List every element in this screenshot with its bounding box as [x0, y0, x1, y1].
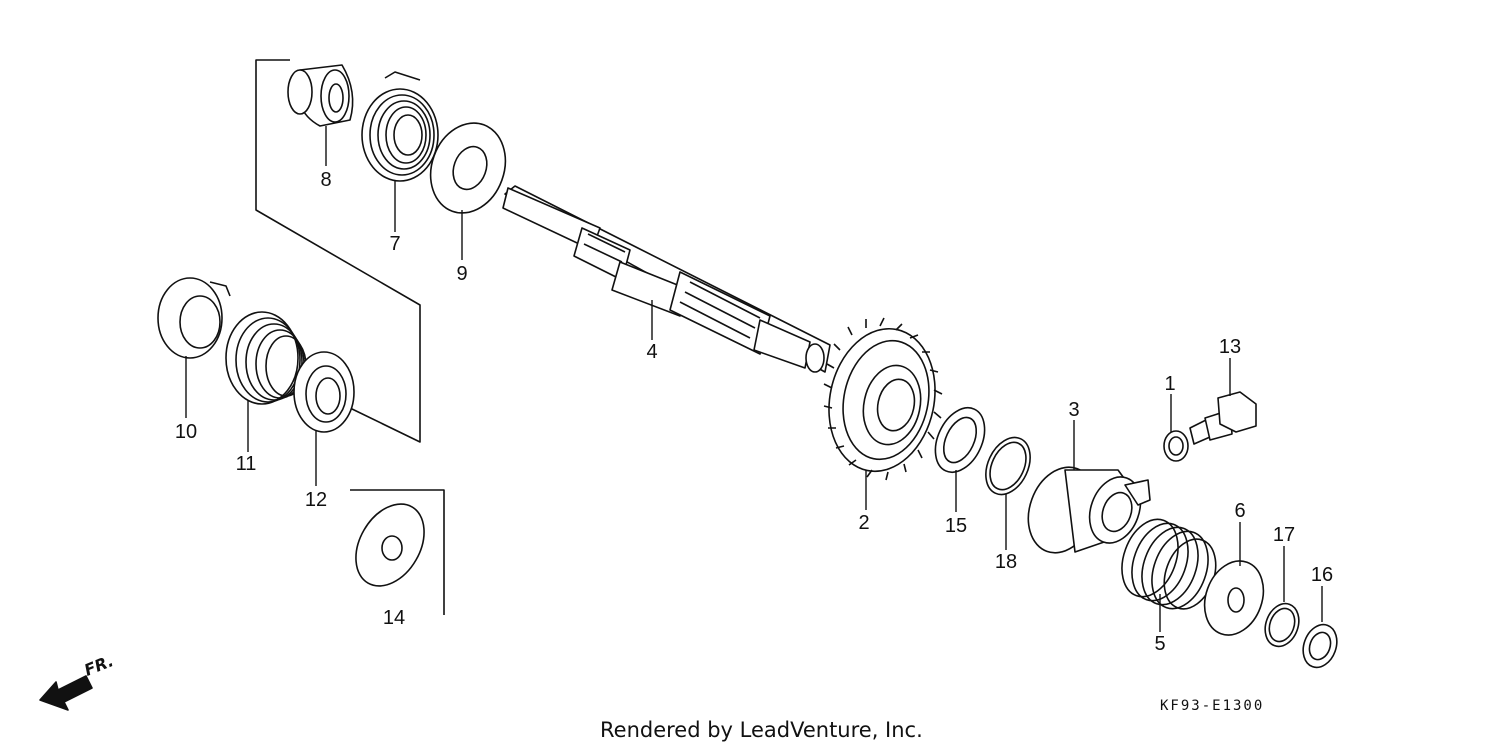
callout-7: 7 — [389, 233, 401, 255]
callout-8: 8 — [320, 169, 332, 191]
part-13-bolt — [1190, 392, 1256, 444]
render-credit: Rendered by LeadVenture, Inc. — [600, 718, 923, 742]
leader-lines — [186, 126, 1322, 632]
part-8-collar — [288, 65, 353, 126]
callout-6: 6 — [1234, 500, 1246, 522]
part-7-spring — [362, 72, 438, 181]
callout-16: 16 — [1310, 564, 1334, 586]
part-9-washer — [418, 112, 517, 223]
callout-15: 15 — [944, 515, 968, 537]
part-15-washer — [926, 400, 995, 480]
part-17-circlip — [1259, 599, 1304, 651]
part-10-cap — [158, 278, 230, 358]
front-direction-arrow-icon — [40, 676, 92, 710]
part-12-washer — [294, 352, 354, 432]
callout-4: 4 — [646, 341, 658, 363]
callout-17: 17 — [1272, 524, 1296, 546]
callout-3: 3 — [1068, 399, 1080, 421]
callout-1: 1 — [1164, 373, 1176, 395]
part-3-ratchet — [1017, 458, 1150, 563]
callout-12: 12 — [304, 489, 328, 511]
callout-14: 14 — [382, 607, 406, 629]
diagram-code: KF93-E1300 — [1160, 698, 1265, 714]
part-5-spring — [1112, 512, 1225, 617]
callout-2: 2 — [858, 512, 870, 534]
part-4-shaft — [503, 186, 830, 372]
callout-18: 18 — [994, 551, 1018, 573]
group-bracket-upper — [256, 60, 420, 442]
part-6-washer — [1195, 553, 1274, 644]
part-1-washer — [1164, 431, 1188, 461]
part-2-gear — [816, 318, 948, 481]
callout-5: 5 — [1154, 633, 1166, 655]
group-bracket-lower — [350, 490, 444, 615]
part-18-circlip — [977, 430, 1039, 501]
part-16-washer — [1297, 620, 1342, 672]
callout-10: 10 — [174, 421, 198, 443]
callout-13: 13 — [1218, 336, 1242, 358]
callout-11: 11 — [235, 453, 257, 475]
part-14-washer — [342, 492, 438, 598]
callout-9: 9 — [456, 263, 468, 285]
